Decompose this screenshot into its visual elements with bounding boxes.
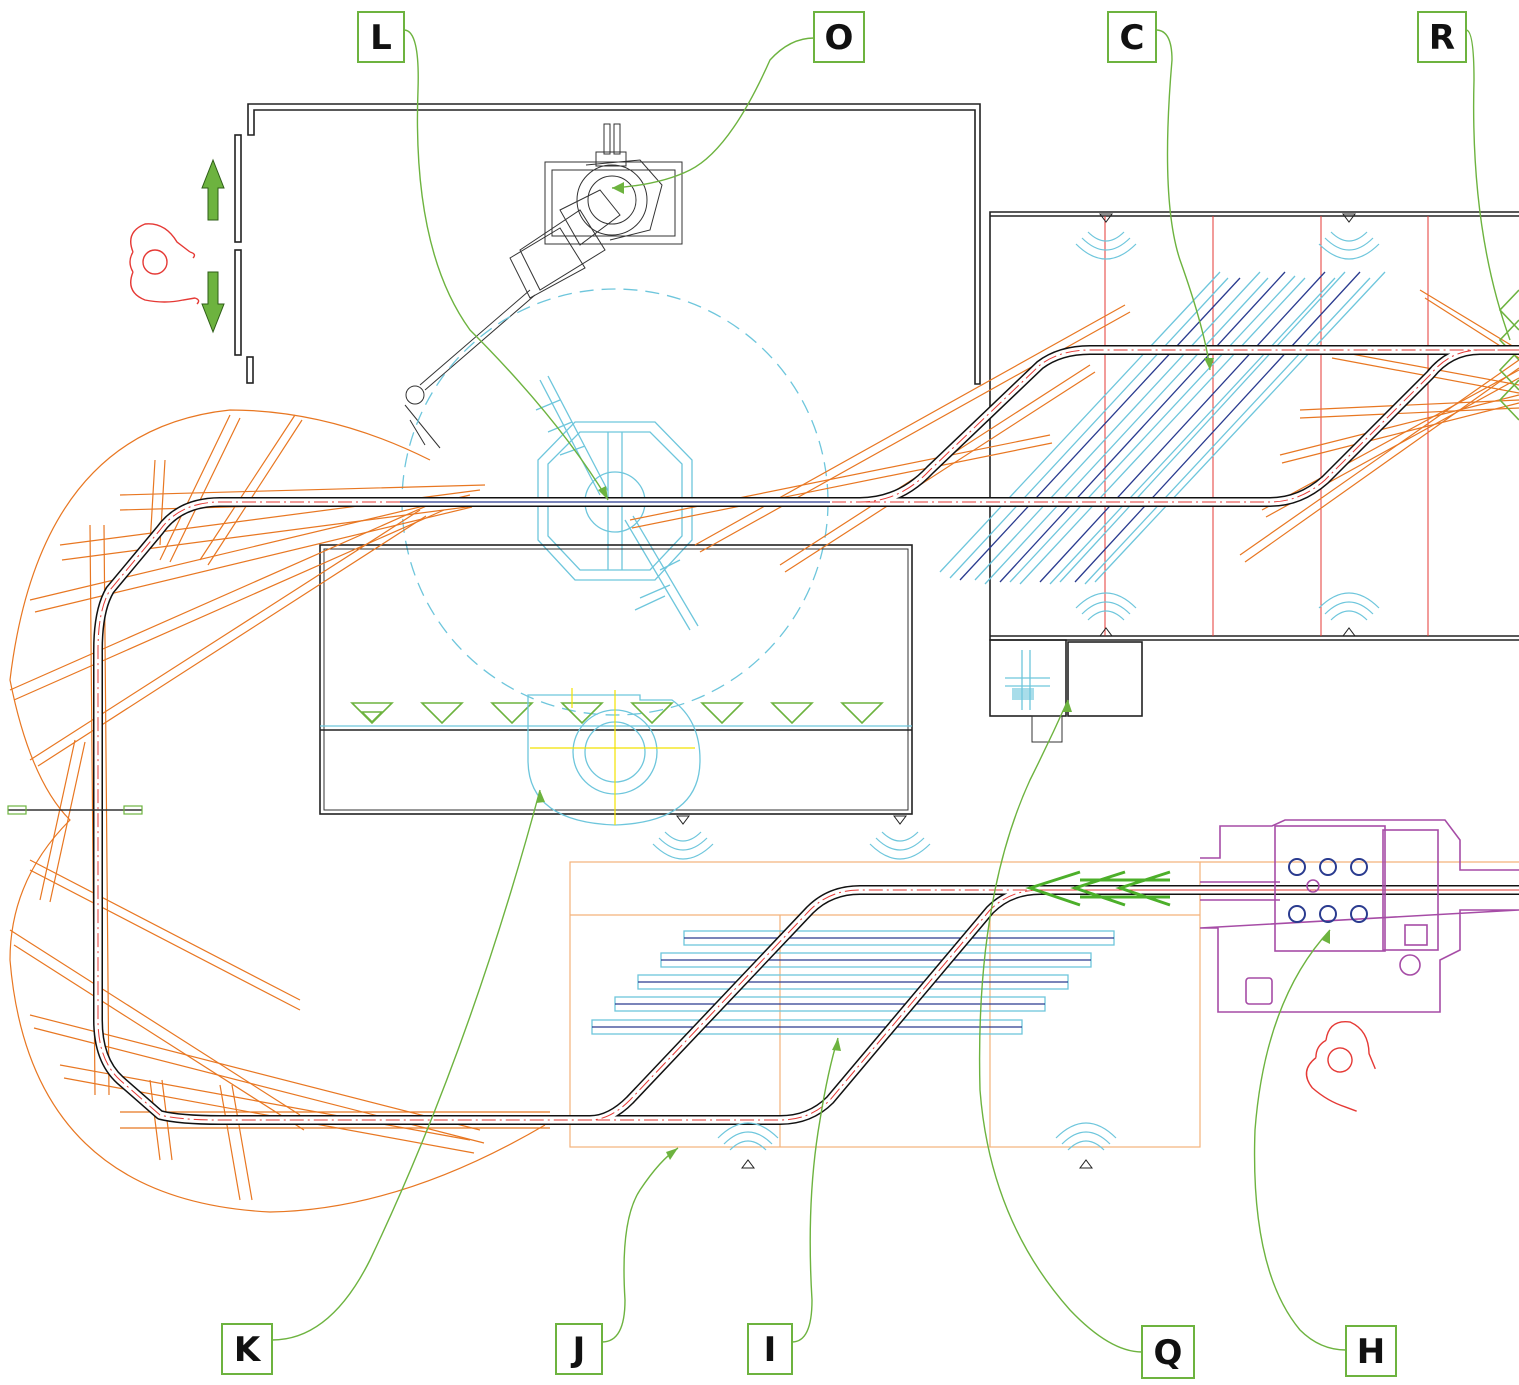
booth-bottom	[569, 861, 1519, 1148]
robot-arm-icon	[404, 123, 683, 449]
callout-R: R	[1417, 11, 1467, 63]
chevron-arrow-icon	[1025, 870, 1171, 907]
callout-J: J	[555, 1323, 603, 1375]
sensor-icon	[869, 815, 931, 860]
callout-L: L	[357, 11, 405, 63]
callout-H: H	[1345, 1325, 1397, 1377]
sensor-icon	[1055, 1122, 1117, 1169]
parts-rack-bottom	[591, 930, 1115, 1035]
callout-label-I: I	[764, 1330, 777, 1370]
orange-parts-top-right	[629, 289, 1519, 573]
sensor-icon	[1318, 592, 1380, 637]
sensor-icon	[1075, 592, 1137, 637]
callout-O: O	[813, 11, 865, 63]
rotary-fixture-bottom	[624, 515, 699, 631]
leader-lines	[271, 29, 1511, 1353]
rotary-fixture-top	[535, 375, 609, 496]
callout-label-L: L	[370, 18, 392, 58]
callout-label-O: O	[825, 18, 854, 58]
callout-label-H: H	[1357, 1332, 1385, 1372]
chevron-arrow-icon	[350, 702, 884, 725]
callout-label-K: K	[234, 1330, 262, 1370]
up-arrow-icon	[201, 158, 225, 221]
center-cabinet	[319, 544, 913, 826]
orange-loop-left	[9, 409, 550, 1213]
callout-label-C: C	[1120, 18, 1145, 58]
machine-station	[1199, 819, 1519, 1013]
callout-I: I	[747, 1323, 793, 1375]
parts-rack-top	[939, 271, 1386, 585]
callout-label-R: R	[1429, 18, 1455, 58]
conveyor-track	[93, 345, 1519, 1125]
sensor-icon	[1075, 213, 1137, 260]
sensor-icon	[1318, 213, 1380, 260]
spindle-housing	[527, 688, 701, 826]
operator-icon	[129, 223, 200, 305]
booth-top-right	[989, 211, 1519, 743]
track-support	[7, 805, 143, 815]
callout-C: C	[1107, 11, 1157, 63]
callout-K: K	[221, 1323, 273, 1375]
enclosure-frame	[234, 103, 981, 385]
sensor-icon	[717, 1122, 779, 1169]
callout-label-Q: Q	[1154, 1333, 1183, 1373]
sensor-icon	[652, 815, 714, 860]
callout-label-J: J	[571, 1330, 586, 1370]
down-arrow-icon	[201, 271, 225, 334]
operator-icon	[1305, 1021, 1376, 1112]
callout-Q: Q	[1141, 1325, 1195, 1379]
